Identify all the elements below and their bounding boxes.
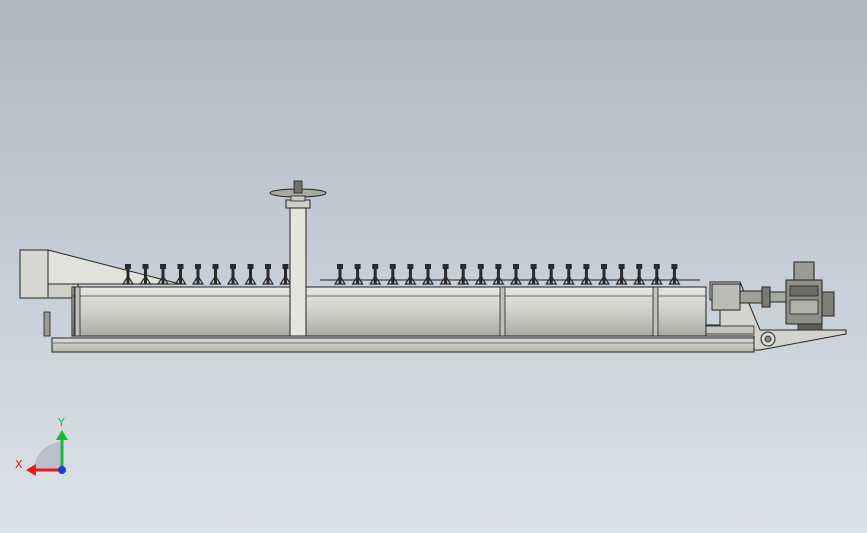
paddle-blade <box>439 264 452 285</box>
paddle-blade <box>261 264 275 285</box>
support-post-icon[interactable] <box>285 199 311 337</box>
paddle-blade <box>492 264 505 285</box>
z-axis-icon <box>58 466 66 474</box>
paddle-blade <box>457 264 470 285</box>
coordinate-triad: Y X <box>15 416 68 476</box>
paddle-blade <box>174 264 187 285</box>
paddle-blade <box>650 264 663 285</box>
paddle-blade <box>580 264 593 285</box>
paddle-blade <box>545 264 558 285</box>
handwheel-icon[interactable] <box>269 180 327 202</box>
paddle-blade <box>421 264 435 285</box>
paddle-blade <box>226 264 240 285</box>
paddle-blade <box>562 264 575 285</box>
paddle-blade <box>191 264 205 285</box>
paddle-blade <box>279 264 292 285</box>
paddle-blade <box>351 264 364 285</box>
paddle-blade <box>633 264 646 285</box>
paddle-blade <box>404 264 417 285</box>
paddle-blade <box>386 264 399 285</box>
paddle-blade <box>615 264 628 285</box>
paddle-blade <box>209 264 222 285</box>
y-arrow-icon <box>56 430 68 440</box>
x-arrow-icon <box>26 464 36 476</box>
y-axis-label: Y <box>57 416 65 429</box>
paddle-blade <box>121 264 135 285</box>
blade-icon <box>121 264 681 285</box>
trough-icon[interactable] <box>43 286 707 337</box>
x-axis-label: X <box>15 458 23 471</box>
paddle-blade <box>597 264 611 285</box>
paddle-blade <box>474 264 487 285</box>
base-frame-icon <box>51 337 755 353</box>
paddle-blade <box>244 264 257 285</box>
paddle-blade <box>369 264 382 285</box>
paddle-blade <box>668 264 681 285</box>
paddle-blade <box>139 264 152 285</box>
paddle-blade <box>333 264 347 285</box>
coupling-icon[interactable] <box>711 283 787 311</box>
motor-icon[interactable] <box>785 261 835 331</box>
paddle-blade <box>156 264 170 285</box>
paddle-blade <box>509 264 523 285</box>
paddle-blade <box>527 264 540 285</box>
